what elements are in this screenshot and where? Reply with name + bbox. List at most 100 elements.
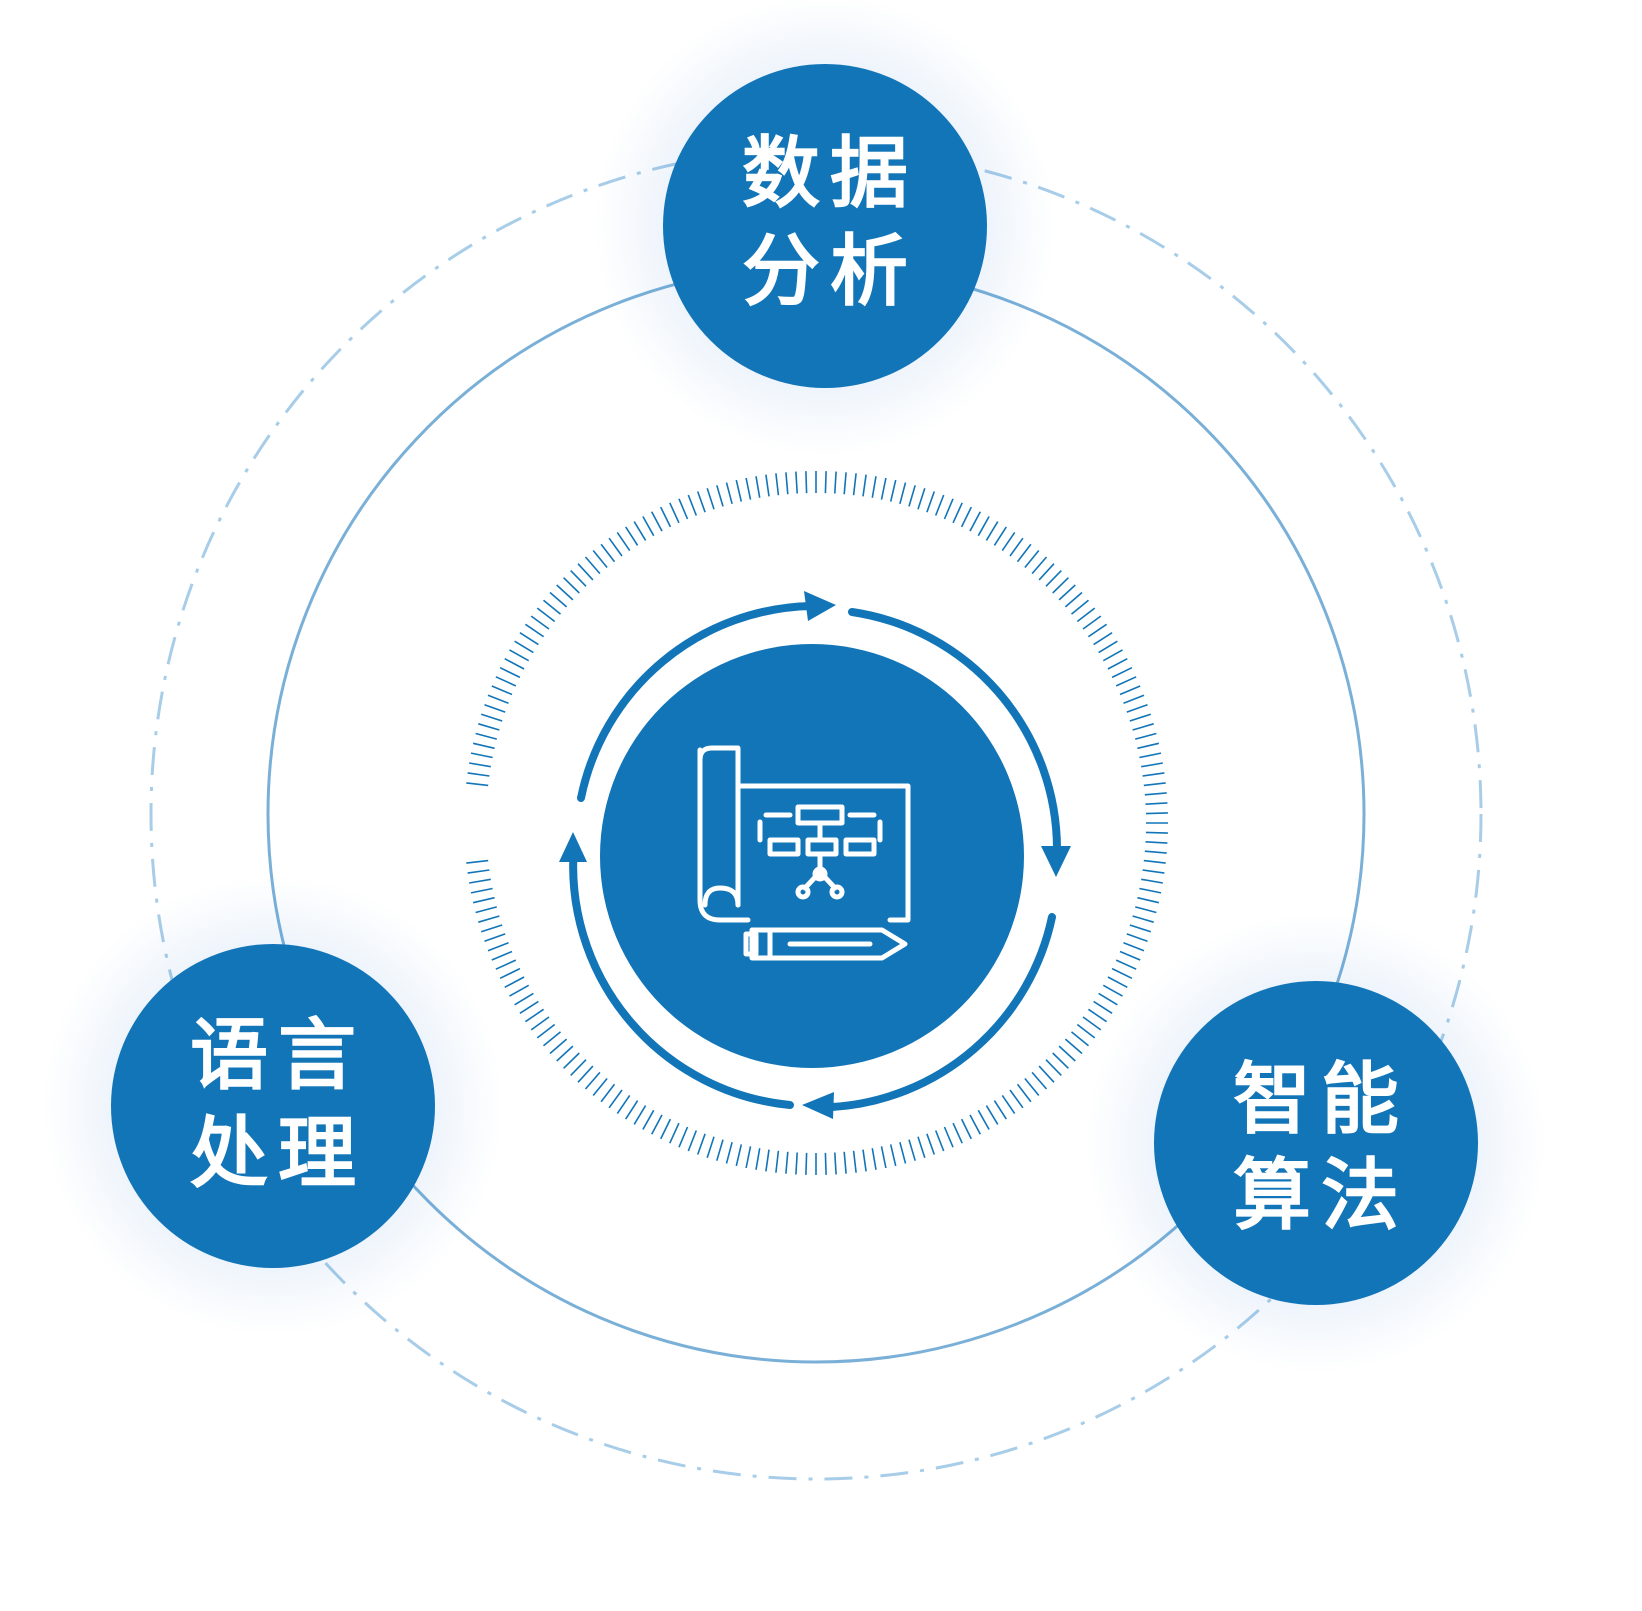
tick-ring xyxy=(466,471,1168,1175)
node-top-circle[interactable] xyxy=(663,64,987,388)
tick-mark xyxy=(625,526,639,546)
tick-mark xyxy=(469,878,491,884)
tick-mark xyxy=(1144,792,1167,796)
tick-mark xyxy=(519,1000,539,1014)
arrowhead-right xyxy=(1041,846,1071,877)
tick-mark xyxy=(785,1151,789,1174)
tick-mark xyxy=(625,1100,639,1120)
tick-mark xyxy=(1045,1059,1062,1076)
node-right-label-line1: 智能 xyxy=(1233,1055,1409,1145)
tick-mark xyxy=(1132,723,1154,731)
tick-mark xyxy=(472,896,495,904)
node-right-label-line2: 算法 xyxy=(1233,1151,1409,1241)
tick-mark xyxy=(504,657,525,670)
tick-mark xyxy=(495,959,517,970)
tick-mark xyxy=(993,1100,1007,1120)
tick-mark xyxy=(678,498,689,520)
tick-mark xyxy=(805,471,808,494)
tick-mark xyxy=(1145,841,1168,844)
tick-mark xyxy=(536,1023,556,1039)
tick-mark xyxy=(1123,941,1145,952)
tick-mark xyxy=(993,526,1007,546)
tick-mark xyxy=(1145,812,1168,815)
tick-mark xyxy=(536,607,556,623)
tick-mark xyxy=(765,1149,770,1172)
tick-mark xyxy=(696,1133,706,1155)
tick-mark xyxy=(1115,676,1137,687)
tick-mark xyxy=(1129,924,1152,933)
tick-mark xyxy=(977,1109,990,1130)
tick-mark xyxy=(889,1144,897,1167)
tick-mark xyxy=(642,516,655,537)
tick-mark xyxy=(484,933,506,943)
tick-mark xyxy=(716,485,724,507)
tick-mark xyxy=(871,476,877,498)
tick-mark xyxy=(549,591,568,608)
tick-mark xyxy=(852,473,857,496)
tick-mark xyxy=(1134,732,1157,740)
tick-mark xyxy=(467,869,490,874)
tick-mark xyxy=(755,476,761,498)
tick-mark xyxy=(1126,703,1148,713)
tick-mark xyxy=(475,906,498,914)
tick-mark xyxy=(880,1146,887,1169)
tick-mark xyxy=(696,491,706,513)
tick-mark xyxy=(600,543,616,563)
tick-mark xyxy=(745,477,752,500)
tick-mark xyxy=(549,1038,568,1055)
cycle-arrows xyxy=(569,602,1061,1111)
tick-mark xyxy=(1016,543,1032,563)
tick-mark xyxy=(478,723,500,731)
cycle-arrow-left xyxy=(569,842,794,1109)
tick-mark xyxy=(600,1083,616,1103)
tick-mark xyxy=(584,556,601,575)
tick-mark xyxy=(785,472,789,495)
node-right-circle[interactable] xyxy=(1154,981,1478,1305)
tick-mark xyxy=(499,666,521,679)
tick-mark xyxy=(1058,584,1076,601)
tick-mark xyxy=(1016,1083,1032,1103)
tick-mark xyxy=(1070,1031,1090,1047)
tick-mark xyxy=(1001,531,1016,552)
tick-mark xyxy=(795,1152,798,1175)
tick-mark xyxy=(470,752,493,759)
tick-mark xyxy=(472,742,495,750)
tick-mark xyxy=(871,1148,877,1170)
tick-mark xyxy=(926,491,936,513)
tick-mark xyxy=(1038,1065,1055,1083)
tick-mark xyxy=(755,1148,761,1170)
tick-mark xyxy=(1137,742,1160,750)
tick-mark xyxy=(1064,1038,1083,1055)
tick-mark xyxy=(1126,933,1148,943)
tick-mark xyxy=(608,1089,623,1109)
tick-mark xyxy=(1134,906,1157,914)
tick-mark xyxy=(633,1105,647,1125)
tick-mark xyxy=(1139,887,1162,894)
tick-mark xyxy=(706,487,715,510)
tick-mark xyxy=(1123,694,1145,705)
tick-mark xyxy=(862,1149,867,1172)
tick-mark xyxy=(843,472,847,495)
tick-mark xyxy=(1111,666,1133,679)
tick-mark xyxy=(1143,782,1166,787)
tick-mark xyxy=(725,1141,733,1164)
tick-mark xyxy=(969,1114,982,1135)
cycle-arrow-right xyxy=(848,608,1061,853)
tick-mark xyxy=(1102,649,1123,662)
tick-mark xyxy=(862,474,867,497)
tick-mark xyxy=(899,1141,907,1164)
tick-mark xyxy=(687,494,698,516)
tick-mark xyxy=(1038,563,1055,581)
node-left-circle[interactable] xyxy=(111,944,435,1268)
tick-mark xyxy=(775,473,780,496)
tick-mark xyxy=(1024,1077,1040,1097)
tick-mark xyxy=(491,950,513,961)
tick-mark xyxy=(1129,713,1152,722)
tick-mark xyxy=(466,859,489,864)
tick-mark xyxy=(1093,1000,1113,1014)
tick-mark xyxy=(1143,859,1166,864)
tick-mark xyxy=(616,531,631,552)
tick-mark xyxy=(843,1151,847,1174)
tick-mark xyxy=(1137,896,1160,904)
